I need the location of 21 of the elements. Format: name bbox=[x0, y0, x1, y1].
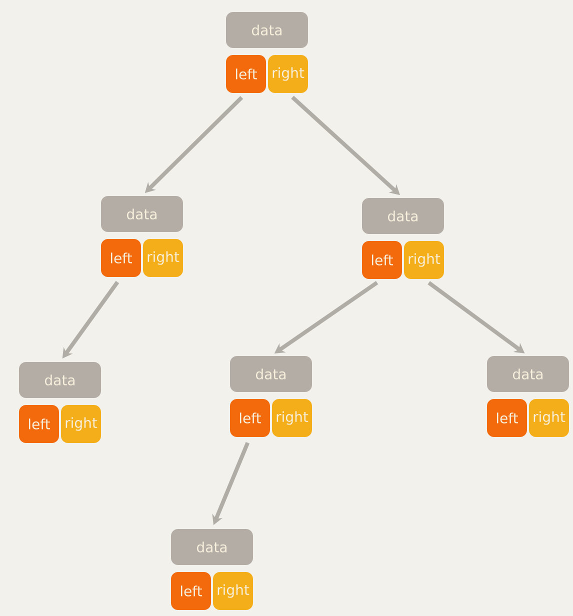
left-pointer-box: left bbox=[362, 241, 402, 279]
data-box: data bbox=[171, 529, 253, 565]
right-pointer-box: right bbox=[143, 239, 183, 277]
right-pointer-box: right bbox=[404, 241, 444, 279]
left-pointer-box: left bbox=[226, 55, 266, 93]
left-pointer-box: left bbox=[19, 405, 59, 443]
data-box: data bbox=[226, 12, 308, 48]
data-box: data bbox=[19, 362, 101, 398]
left-pointer-box: left bbox=[487, 399, 527, 437]
left-pointer-box: left bbox=[171, 572, 211, 610]
right-pointer-box: right bbox=[213, 572, 253, 610]
right-pointer-box: right bbox=[272, 399, 312, 437]
right-pointer-box: right bbox=[268, 55, 308, 93]
data-box: data bbox=[487, 356, 569, 392]
right-pointer-box: right bbox=[529, 399, 569, 437]
data-box: data bbox=[230, 356, 312, 392]
data-box: data bbox=[101, 196, 183, 232]
right-pointer-box: right bbox=[61, 405, 101, 443]
data-box: data bbox=[362, 198, 444, 234]
left-pointer-box: left bbox=[101, 239, 141, 277]
left-pointer-box: left bbox=[230, 399, 270, 437]
